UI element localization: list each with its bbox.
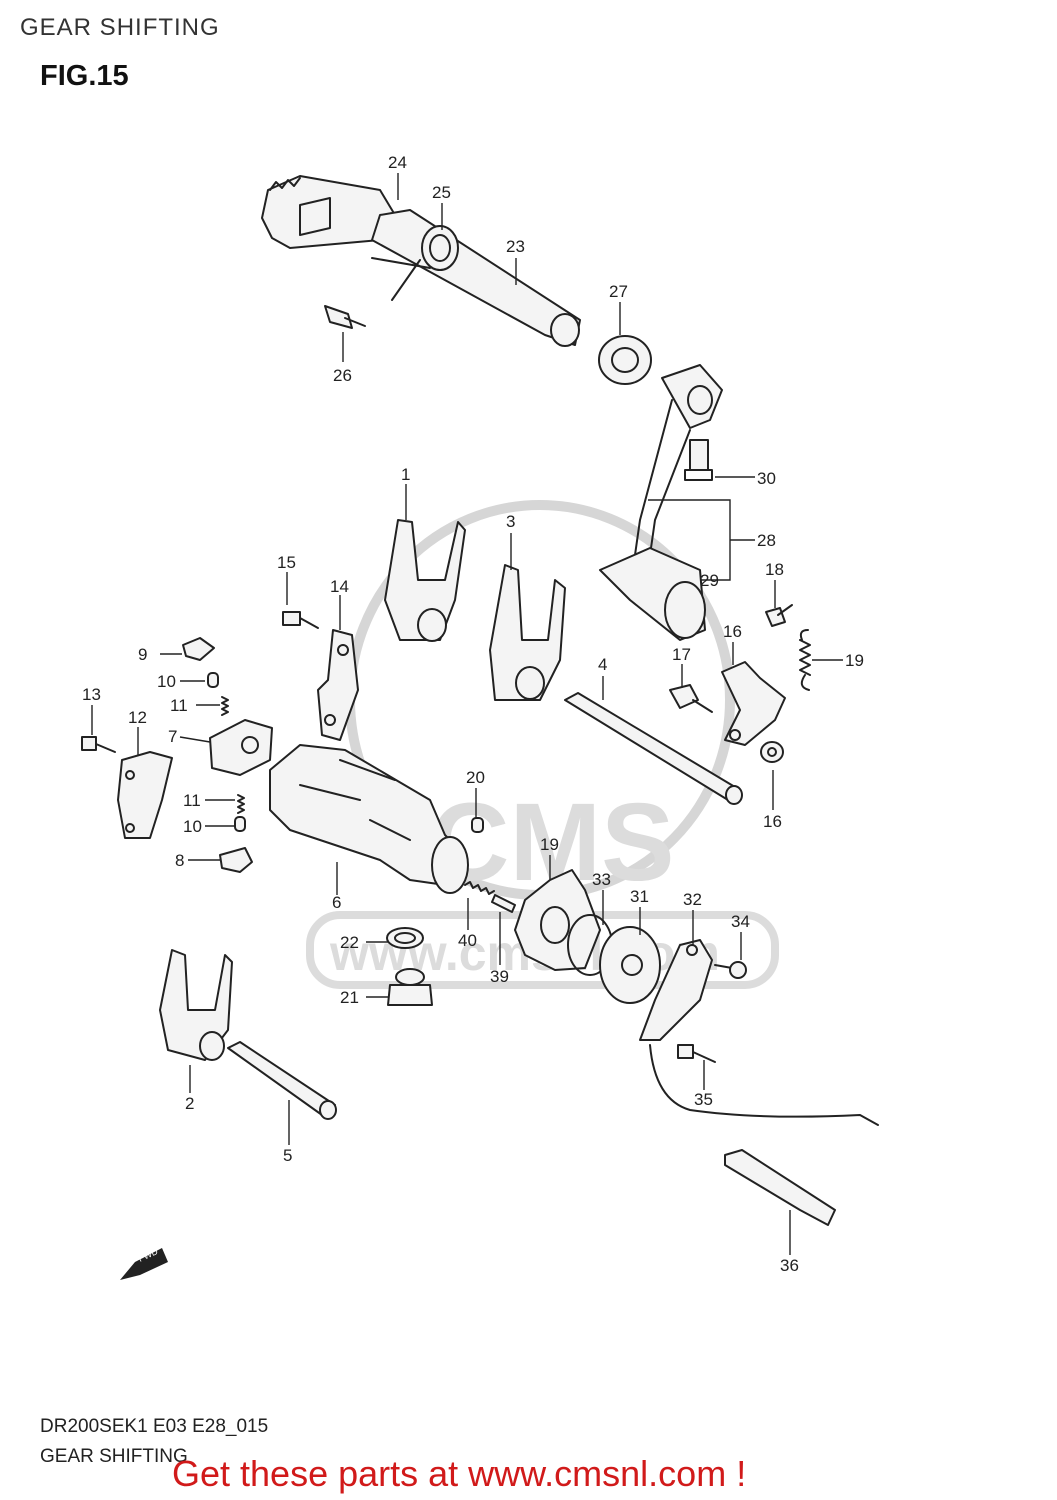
callout-28: 26 <box>333 366 352 385</box>
pin-10b <box>234 816 246 832</box>
washer-18 <box>760 741 784 763</box>
screw-15 <box>282 611 319 629</box>
stopper-7 <box>209 719 273 776</box>
switch-lead <box>649 1044 879 1126</box>
callout-16: 16 <box>723 622 742 641</box>
callout-36: 34 <box>731 912 750 931</box>
callout-29: 27 <box>609 282 628 301</box>
leader-lines <box>91 173 843 1255</box>
callout-14: 14 <box>330 577 349 596</box>
callout-2: 2 <box>185 1094 194 1113</box>
callout-10a: 10 <box>157 672 176 691</box>
callout-1: 1 <box>401 465 410 484</box>
callout-17: 17 <box>672 645 691 664</box>
callout-12: 12 <box>128 708 147 727</box>
callout-3: 3 <box>506 512 515 531</box>
callout-30: 28 <box>757 531 776 550</box>
diagram-code: DR200SEK1 E03 E28_015 <box>40 1416 269 1437</box>
callout-5: 5 <box>283 1146 292 1165</box>
plate-14 <box>317 629 359 741</box>
stopper-16 <box>721 661 786 746</box>
plug-23 <box>387 968 433 1006</box>
gearshift-shaft-assembly <box>261 175 581 347</box>
gearshift-cam-plate-21 <box>514 869 601 971</box>
callout-11b: 11 <box>183 791 201 810</box>
callout-4: 4 <box>598 655 607 674</box>
callout-23: 21 <box>340 988 359 1007</box>
pin-22 <box>471 817 484 833</box>
figure-number: FIG.15 <box>40 60 129 92</box>
fwd-arrow-icon: FWD <box>120 1246 168 1280</box>
pin-10a <box>207 672 219 688</box>
callout-10b: 10 <box>183 817 202 836</box>
callout-31: 29 <box>700 571 719 590</box>
callout-25: 23 <box>506 237 525 256</box>
fork-shaft-4 <box>564 692 743 805</box>
spring-11b <box>237 794 245 814</box>
callout-32: 30 <box>757 469 776 488</box>
pin-39 <box>491 894 516 913</box>
callout-18: 16 <box>763 812 782 831</box>
callout-22: 20 <box>466 768 485 787</box>
callout-labels: 24 25 23 27 26 30 28 29 1 3 15 14 18 16 … <box>82 153 864 1275</box>
callout-35: 33 <box>592 870 611 889</box>
shift-fork-3 <box>489 564 566 701</box>
spring-19 <box>799 629 811 691</box>
spring-40 <box>464 881 495 895</box>
cam-33 <box>599 926 661 1004</box>
plate-12 <box>117 751 173 839</box>
spring-11a <box>221 696 229 716</box>
callout-21: 19 <box>540 835 559 854</box>
callout-37: 35 <box>694 1090 713 1109</box>
callout-26: 24 <box>388 153 407 172</box>
oil-seal-29 <box>598 335 652 385</box>
callout-24: 22 <box>340 933 359 952</box>
shift-fork-2 <box>159 949 233 1061</box>
callout-11a: 11 <box>170 696 188 715</box>
callout-33: 31 <box>630 887 649 906</box>
plate-8 <box>219 847 253 873</box>
callout-15: 15 <box>277 553 296 572</box>
promo-link[interactable]: Get these parts at www.cmsnl.com ! <box>172 1453 747 1494</box>
gasket-24 <box>386 927 424 949</box>
shift-cam-6 <box>269 744 469 894</box>
callout-9: 9 <box>138 645 147 664</box>
page-title: GEAR SHIFTING <box>20 14 220 41</box>
bolt-17 <box>669 684 713 713</box>
screw-37 <box>677 1044 716 1063</box>
callout-38: 36 <box>780 1256 799 1275</box>
callout-7: 7 <box>168 727 177 746</box>
screw-13 <box>81 736 116 753</box>
callout-6: 6 <box>332 893 341 912</box>
callout-39: 39 <box>490 967 509 986</box>
footer-caption: GEAR SHIFTING <box>40 1446 188 1467</box>
callout-13: 13 <box>82 685 101 704</box>
clamp-38 <box>724 1149 836 1226</box>
callout-40: 40 <box>458 931 477 950</box>
screw-36 <box>714 961 747 979</box>
callout-19: 19 <box>845 651 864 670</box>
fork-shaft-5 <box>227 1041 337 1120</box>
callout-34: 32 <box>683 890 702 909</box>
callout-8: 8 <box>175 851 184 870</box>
switch-34 <box>639 939 713 1041</box>
shift-fork-1 <box>384 519 466 642</box>
bolt-28 <box>324 305 366 329</box>
gearshift-lever <box>599 364 723 641</box>
pin-9 <box>182 637 215 661</box>
callout-27: 25 <box>432 183 451 202</box>
callout-20: 18 <box>765 560 784 579</box>
bolt-20 <box>765 604 793 627</box>
